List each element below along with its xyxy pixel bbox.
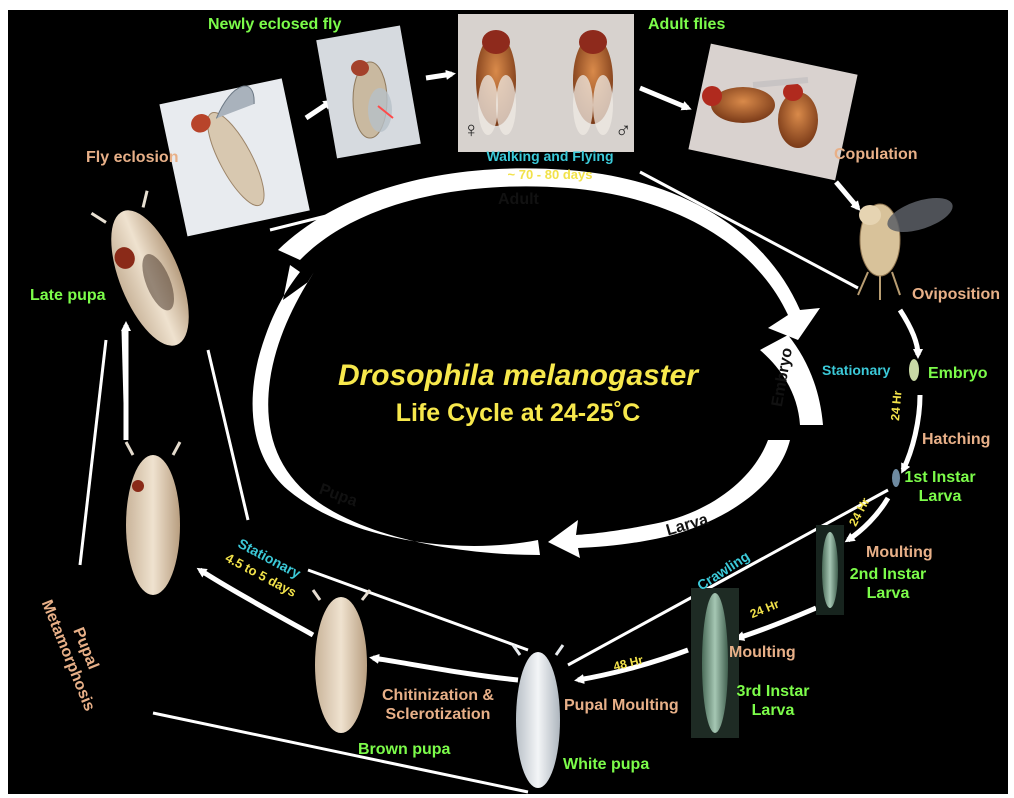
ring-arc-adult [278,168,820,340]
arrow-adult-to-copulation [640,88,688,108]
label-adult-flies: Adult flies [648,15,725,34]
title-subtitle: Life Cycle at 24-25˚C [318,398,718,428]
diagram-canvas: Newly eclosed fly Adult flies ♀ ♂ Walkin… [8,10,1008,794]
ovipositing-fly-photo [858,191,957,300]
instar2-larva-photo [816,525,844,615]
embryo-photo [909,359,919,381]
pupa-with-eyes-photo [126,442,180,595]
arrow-embryo-to-instar1 [903,395,920,470]
fly-eclosion-photo [159,78,309,236]
line-pupa-stationary [208,350,248,520]
copulation-photo [688,44,857,181]
adult-flies-photo [458,14,634,152]
instar1-larva-photo [892,469,900,487]
label-fly-eclosion: Fly eclosion [86,148,178,167]
female-symbol: ♀ [463,117,480,143]
arrow-newly-to-adult [426,74,452,78]
label-moulting2: Moulting [729,643,796,662]
newly-eclosed-fly-photo [316,25,421,158]
label-stationary-embryo: Stationary [822,362,890,379]
label-adult-days: ~ 70 - 80 days [475,167,625,183]
male-symbol: ♂ [615,117,632,143]
label-embryo: Embryo [928,364,988,383]
arrow-white-to-brown [373,658,518,680]
label-chitinization: Chitinization & Sclerotization [368,686,508,724]
brown-pupa-photo [313,590,370,733]
ring-label-adult: Adult [498,190,539,209]
label-walking-flying: Walking and Flying [475,148,625,165]
label-instar3: 3rd Instar Larva [728,682,818,720]
arrow-oviposition-to-embryo [900,310,918,355]
arrow-newly-to-freshfly [306,102,330,118]
label-brown-pupa: Brown pupa [358,740,450,759]
arrow-copulation-to-female [836,182,858,208]
label-late-pupa: Late pupa [30,286,106,305]
label-hatching: Hatching [922,430,990,449]
label-hr-embryo: 24 Hr [888,390,905,421]
label-white-pupa: White pupa [563,755,649,774]
title-species: Drosophila melanogaster [318,358,718,394]
line-late-pupa-left [80,340,106,565]
label-instar2: 2nd Instar Larva [843,565,933,603]
label-newly-eclosed: Newly eclosed fly [208,15,341,34]
label-instar1: 1st Instar Larva [900,468,980,506]
label-pupal-moulting: Pupal Moulting [564,696,679,715]
line-adult-to-oviposition [640,172,858,288]
label-copulation: Copulation [834,145,918,164]
white-pupa-photo [513,645,563,788]
label-moulting1: Moulting [866,543,933,562]
label-oviposition: Oviposition [912,285,1000,304]
